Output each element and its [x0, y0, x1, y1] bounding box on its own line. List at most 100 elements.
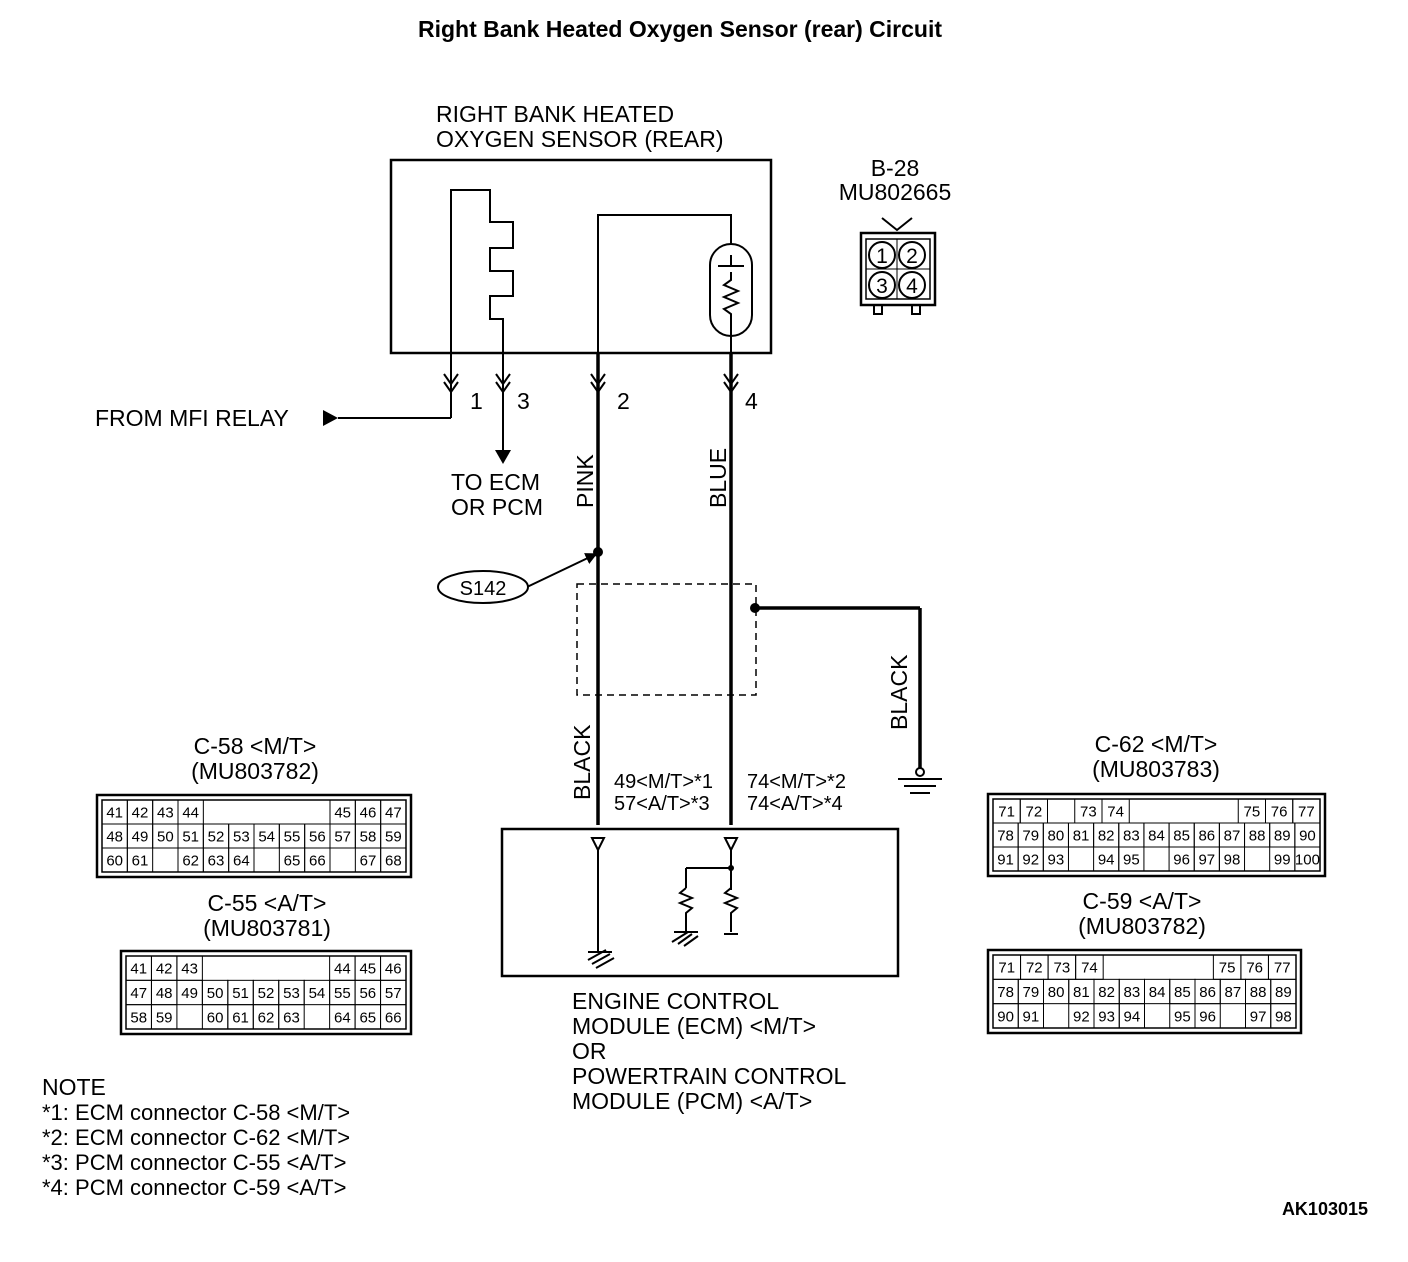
wire-color-black-ground: BLACK	[886, 654, 912, 730]
connector-pin-number: 44	[182, 805, 199, 822]
connector-cell	[229, 800, 254, 824]
splice-label: S142	[460, 578, 507, 600]
connector-outline	[119, 949, 413, 1036]
connector-pin-number: 61	[132, 853, 149, 870]
connector-cell	[1194, 1003, 1221, 1029]
connector-pin-number: 77	[1298, 804, 1315, 821]
b28-pin: 4	[906, 275, 918, 298]
connector-pin-number: 84	[1149, 984, 1166, 1001]
connector-pin-number: 51	[182, 829, 199, 846]
connector-cell	[1211, 799, 1238, 823]
connector-pin-number: 92	[1073, 1008, 1090, 1025]
heater-element	[450, 189, 514, 353]
connector-pin-number: 97	[1198, 852, 1215, 869]
b28-pin: 3	[876, 275, 888, 298]
pin-number: 2	[617, 388, 630, 414]
c59-part: (MU803782)	[1078, 913, 1206, 939]
connector-pin-number: 78	[997, 828, 1014, 845]
splice-badge	[437, 570, 529, 604]
connector-cell	[177, 1005, 202, 1029]
connector-pin-number: 93	[1048, 852, 1065, 869]
connector-pin-number: 82	[1098, 828, 1115, 845]
connector-pin-number: 59	[156, 1009, 173, 1026]
connector-pin-number: 57	[334, 829, 351, 846]
connector-cell	[1270, 1003, 1297, 1029]
connector-pin-number: 86	[1199, 984, 1216, 1001]
notes-heading: NOTE	[42, 1074, 106, 1100]
b28-connector-icon	[859, 217, 937, 315]
connector-pin-number: 63	[208, 853, 225, 870]
wire-color-blue: BLUE	[705, 448, 731, 508]
connector-cell	[254, 848, 279, 872]
connector-pin-number: 78	[997, 984, 1014, 1001]
ecm-pin-right-line1: 74<M/T>*2	[747, 771, 846, 793]
connector-pin-number: 87	[1224, 828, 1241, 845]
connector-pin-number: 99	[1274, 852, 1291, 869]
connector-pin-number: 89	[1275, 984, 1292, 1001]
connector-outline	[986, 948, 1303, 1035]
connector-pin-number: 95	[1174, 1008, 1191, 1025]
ecm-internal-circuit	[587, 837, 740, 969]
wire-color-black-lower: BLACK	[569, 724, 595, 800]
sensor-label-line1: RIGHT BANK HEATED	[436, 101, 674, 127]
connector-cell	[228, 847, 255, 873]
connector-cell	[1068, 847, 1093, 871]
connector-pin-number: 73	[1080, 804, 1097, 821]
connector-pin-number: 43	[181, 961, 198, 978]
connector-pin-number: 45	[359, 961, 376, 978]
connector-pin-number: 74	[1107, 804, 1124, 821]
splice-pointer	[526, 553, 598, 588]
connector-pin-number: 64	[334, 1009, 351, 1026]
connector-pin-number: 83	[1123, 828, 1140, 845]
connector-cell	[1218, 846, 1246, 872]
connector-pin-number: 41	[130, 961, 147, 978]
ecm-box	[500, 827, 900, 978]
connector-cell	[253, 956, 278, 980]
connector-pin-number: 74	[1081, 960, 1098, 977]
connector-cell	[150, 1004, 178, 1030]
connector-cell	[202, 956, 227, 980]
connector-pin-number: 96	[1173, 852, 1190, 869]
connector-pin-number: 94	[1124, 1008, 1141, 1025]
wire-color-pink: PINK	[572, 454, 598, 508]
connector-pin-number: 50	[157, 829, 174, 846]
connector-cell	[304, 847, 331, 873]
ecm-label-line1: ENGINE CONTROL	[572, 988, 779, 1014]
connector-cell	[1048, 799, 1075, 823]
connector-cell	[254, 800, 279, 824]
connector-pin-number: 63	[283, 1009, 300, 1026]
connector-outline	[95, 793, 413, 879]
c58-part: (MU803782)	[191, 758, 319, 784]
connector-pin-number: 85	[1174, 984, 1191, 1001]
connector-cell	[304, 956, 329, 980]
connector-cell	[1294, 846, 1321, 872]
ecm-label-line4: POWERTRAIN CONTROL	[572, 1063, 847, 1089]
connector-cell	[1157, 799, 1184, 823]
connector-pin-number: 50	[207, 985, 224, 1002]
connector-cell	[305, 800, 330, 824]
connector-pin-number: 72	[1026, 960, 1043, 977]
connector-pin-number: 54	[258, 829, 275, 846]
connector-pin-number: 48	[156, 985, 173, 1002]
connector-pin-number: 62	[182, 853, 199, 870]
connector-pin-number: 81	[1073, 828, 1090, 845]
connector-pin-number: 79	[1023, 984, 1040, 1001]
connector-cell	[1144, 847, 1169, 871]
ecm-pin-left-line2: 57<A/T>*3	[614, 793, 710, 815]
connector-pin-number: 71	[998, 960, 1015, 977]
figure-id: AK103015	[1282, 1199, 1368, 1219]
connector-pin-number: 41	[106, 805, 123, 822]
ecm-pin-left-line1: 49<M/T>*1	[614, 771, 713, 793]
connector-pin-number: 100	[1295, 852, 1320, 869]
connector-cell	[330, 848, 355, 872]
connector-pin-number: 81	[1073, 984, 1090, 1001]
connector-pin-number: 68	[385, 853, 402, 870]
connector-pin-number: 97	[1250, 1008, 1267, 1025]
connector-cell	[1017, 1003, 1044, 1029]
connector-pin-number: 49	[181, 985, 198, 1002]
connector-pin-number: 92	[1022, 852, 1039, 869]
connector-pin-number: 52	[208, 829, 225, 846]
connector-pin-number: 46	[385, 961, 402, 978]
